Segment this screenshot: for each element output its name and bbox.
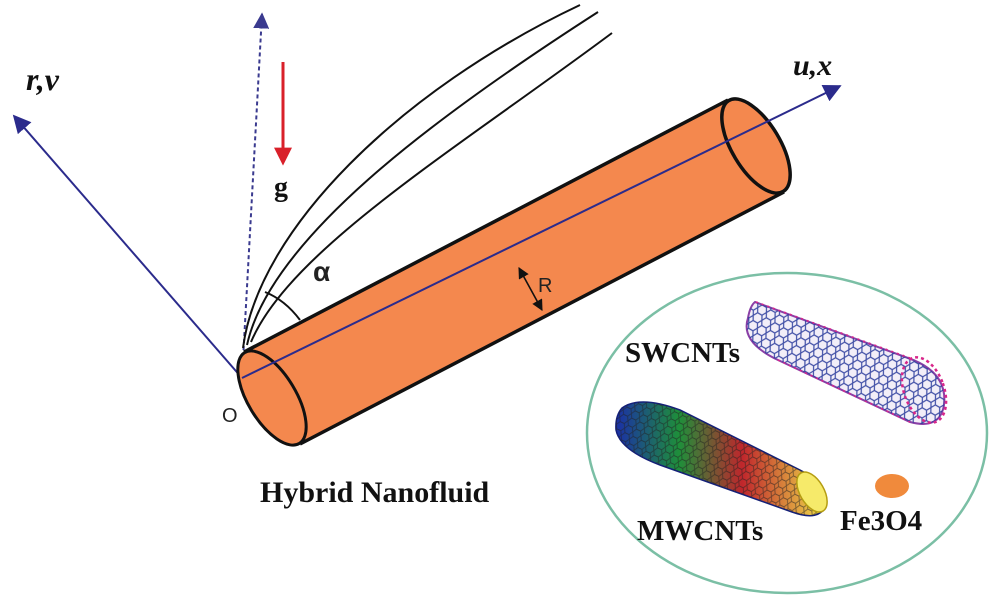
radial-axis-label: r,v xyxy=(26,61,60,97)
axial-axis-arrow xyxy=(241,85,842,379)
radial-axis-arrow xyxy=(12,114,243,379)
vertical-reference-dashed-arrow xyxy=(241,12,270,379)
gravity-label: g xyxy=(274,172,288,203)
origin-label: O xyxy=(222,405,238,427)
single-wall-nanotube-icon xyxy=(745,300,948,425)
particle-label: Fe3O4 xyxy=(840,505,922,537)
cylinder xyxy=(236,97,792,447)
radius-indicator-arrow xyxy=(518,267,543,311)
multi-wall-nanotube-icon xyxy=(615,401,828,517)
cylinder-top-edge xyxy=(243,98,729,354)
swcnt-label: SWCNTs xyxy=(625,337,740,369)
cylinder-end-cap xyxy=(720,97,792,195)
nanoparticle-inset: SWCNTs MWCNTs Fe3O4 xyxy=(585,271,989,595)
axial-axis-label: u,x xyxy=(793,49,832,82)
mwcnt-label: MWCNTs xyxy=(637,515,763,547)
inclination-angle-arc xyxy=(264,291,301,321)
boundary-curve-inner xyxy=(250,32,613,343)
cylinder-bottom-edge xyxy=(299,190,785,446)
nanoparticle-icon xyxy=(875,474,909,498)
angle-label: α xyxy=(313,256,330,287)
cylinder-start-cap xyxy=(236,349,308,447)
boundary-curve-middle xyxy=(246,11,599,346)
diagram-caption: Hybrid Nanofluid xyxy=(260,476,490,509)
cylinder-body xyxy=(244,100,784,444)
radius-label: R xyxy=(538,275,552,297)
boundary-curve-outer xyxy=(242,4,581,349)
boundary-layer-curves xyxy=(242,4,613,349)
